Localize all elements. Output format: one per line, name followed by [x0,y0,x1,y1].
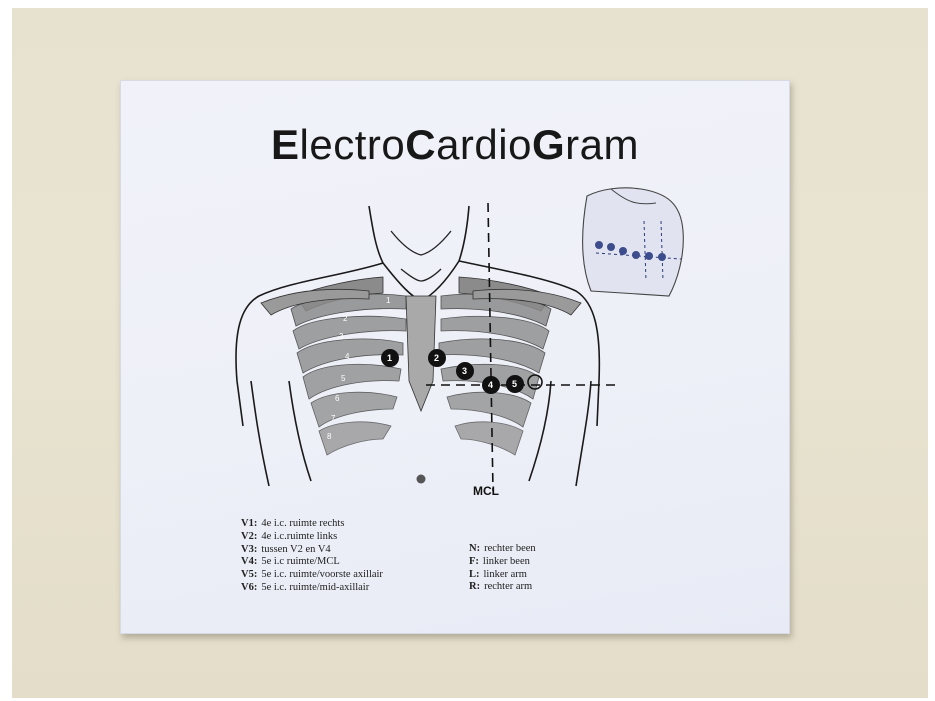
limb-f-label: F: [469,556,479,567]
limb-legend: N: rechter been F: linker been L: linker ar… [469,543,536,594]
limb-l-label: L: [469,569,480,580]
rib-number-5: 5 [341,374,346,383]
rib-number-6: 6 [335,394,340,403]
precordial-legend: V1: 4e i.c. ruimte rechts V2: 4e i.c.ruimt… [241,518,383,595]
lead-v3: V3: tussen V2 en V4 [241,544,383,557]
lead-v1-text: 4e i.c. ruimte rechts [261,518,344,529]
lead-v6: V6: 5e i.c. ruimte/mid-axillair [241,582,383,595]
neck-detail [391,231,451,281]
electrode-v4-label: 4 [488,380,493,390]
lead-v4-label: V4: [241,556,257,567]
lead-v5-text: 5e i.c. ruimte/voorste axillair [261,569,383,580]
limb-r: R: rechter arm [469,581,536,594]
lead-v2: V2: 4e i.c.ruimte links [241,531,383,544]
limb-r-text: rechter arm [484,581,532,592]
wall-photo: ElectroCardioGram [12,8,928,698]
lead-v3-text: tussen V2 en V4 [261,544,330,555]
limb-l-text: linker arm [484,569,527,580]
lead-v6-label: V6: [241,582,257,593]
ecg-poster: ElectroCardioGram [120,80,790,634]
lead-v2-label: V2: [241,531,257,542]
ribcage [261,277,581,455]
lead-v5: V5: 5e i.c. ruimte/voorste axillair [241,569,383,582]
navel [417,475,426,484]
lead-v1-label: V1: [241,518,257,529]
rib-number-7: 7 [331,414,336,423]
lead-v3-label: V3: [241,544,257,555]
rib-number-4: 4 [345,352,350,361]
side-view-inset [583,188,684,296]
lead-v5-label: V5: [241,569,257,580]
limb-f: F: linker been [469,556,536,569]
lead-v4: V4: 5e i.c ruimte/MCL [241,556,383,569]
limb-r-label: R: [469,581,480,592]
electrode-v2-label: 2 [434,353,439,363]
rib-number-8: 8 [327,432,332,441]
chest-diagram: MCL 1 2 3 4 5 6 7 8 1 2 3 [121,81,789,633]
rib-number-1: 1 [386,296,391,305]
lead-v2-text: 4e i.c.ruimte links [261,531,337,542]
rib-number-3: 3 [339,332,344,341]
limb-n-text: rechter been [484,543,536,554]
lead-v1: V1: 4e i.c. ruimte rechts [241,518,383,531]
limb-n: N: rechter been [469,543,536,556]
lead-v4-text: 5e i.c ruimte/MCL [261,556,339,567]
mcl-label: MCL [473,484,499,498]
limb-l: L: linker arm [469,569,536,582]
electrode-v1-label: 1 [387,353,392,363]
electrode-v3-label: 3 [462,366,467,376]
electrode-v5-label: 5 [512,379,517,389]
limb-f-text: linker been [483,556,530,567]
rib-number-2: 2 [343,314,348,323]
lead-v6-text: 5e i.c. ruimte/mid-axillair [261,582,369,593]
limb-n-label: N: [469,543,480,554]
